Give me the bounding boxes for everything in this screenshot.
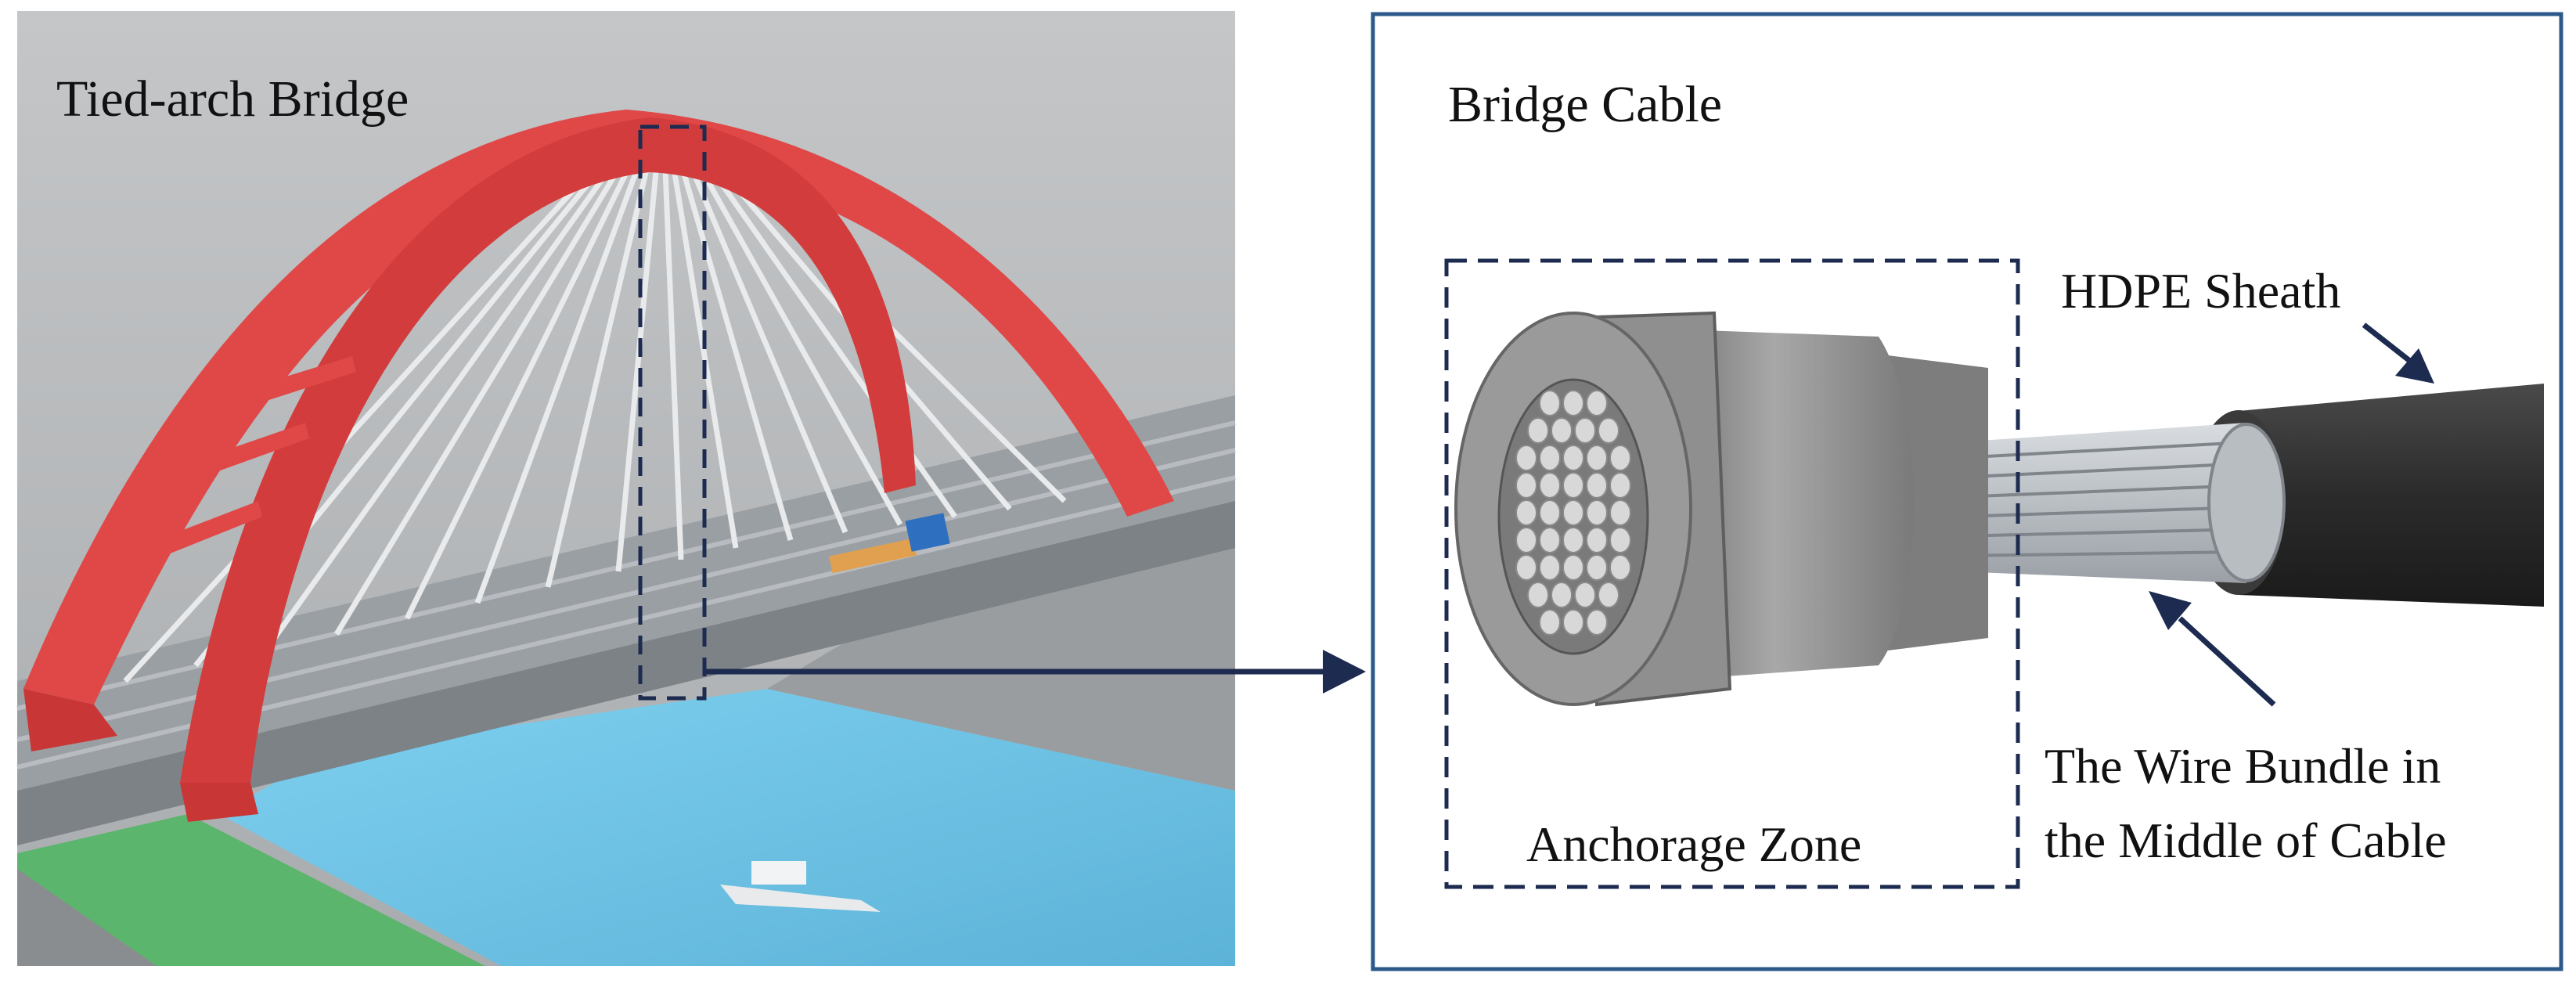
hanger-cables (123, 129, 1067, 683)
left-panel: Tied-arch Bridge (16, 11, 1236, 966)
wire-end (1515, 554, 1537, 581)
boat (720, 861, 881, 912)
bridge-deck-side (17, 501, 1235, 845)
wire-end (1562, 609, 1584, 636)
wire-end (1527, 582, 1549, 608)
wire-end (1562, 390, 1584, 416)
wire-end (1562, 527, 1584, 553)
wire-end (1562, 554, 1584, 581)
wire-end (1586, 445, 1608, 471)
hdpe-sheath-label: HDPE Sheath (2061, 263, 2340, 319)
hdpe-sheath-arrow-line (2362, 323, 2417, 367)
embankment-left-face (17, 869, 157, 966)
arch (23, 110, 1174, 822)
wire-strands (1956, 441, 2247, 557)
wire-end (1586, 472, 1608, 499)
anchorage-head (1454, 311, 1988, 707)
wire-bundle-label-line1: The Wire Bundle in (2045, 738, 2441, 794)
wire-bundle-arrow-line (2178, 616, 2276, 707)
arch-rib-front (23, 110, 1174, 705)
bridge-abutment (767, 517, 1235, 791)
wire-end (1586, 527, 1608, 553)
wire-end (1527, 417, 1549, 444)
wire-end (1598, 582, 1619, 608)
left-panel-title: Tied-arch Bridge (56, 70, 409, 128)
wire-end (1562, 472, 1584, 499)
river-water (219, 689, 1235, 966)
wire-end (1609, 445, 1631, 471)
arch-rib-back (180, 117, 916, 783)
arch-leg-front (23, 689, 117, 751)
vehicle (829, 538, 917, 574)
wire-end (1539, 609, 1561, 636)
wire-end (1551, 582, 1573, 608)
wire-end (1539, 445, 1561, 471)
wire-bundle (1956, 423, 2286, 583)
wire-end (1586, 609, 1608, 636)
anchorage-zone-label: Anchorage Zone (1526, 816, 1861, 872)
wire-end (1586, 554, 1608, 581)
arch-bracing (157, 356, 356, 557)
hdpe-sheath-arrowhead (2395, 348, 2434, 384)
wire-bundle-label-line2: the Middle of Cable (2045, 813, 2447, 868)
wire-end (1539, 499, 1561, 526)
vehicle-cab (905, 513, 950, 552)
anchorage-zone-box (1444, 258, 2020, 889)
wire-ends (1515, 390, 1631, 636)
wire-end (1609, 554, 1631, 581)
connector-arrowhead (1323, 650, 1366, 694)
wire-end (1574, 417, 1596, 444)
callout-connector (704, 650, 1366, 694)
wire-bundle-arrowhead (2149, 591, 2192, 630)
wire-end (1609, 499, 1631, 526)
wire-end (1562, 499, 1584, 526)
wire-end (1539, 472, 1561, 499)
wire-end (1598, 417, 1619, 444)
wire-end (1562, 445, 1584, 471)
wire-end (1551, 417, 1573, 444)
wire-end (1539, 554, 1561, 581)
embankment-left (17, 814, 485, 966)
wire-end (1609, 472, 1631, 499)
wire-end (1539, 527, 1561, 553)
right-panel-title: Bridge Cable (1448, 76, 1722, 133)
wire-end (1539, 390, 1561, 416)
wire-end (1574, 582, 1596, 608)
hanger-callout-box (638, 124, 707, 701)
wire-end (1609, 527, 1631, 553)
wire-end (1515, 499, 1537, 526)
wire-end (1515, 527, 1537, 553)
wire-end (1515, 472, 1537, 499)
wire-end (1586, 499, 1608, 526)
wire-end (1586, 390, 1608, 416)
right-panel: Bridge Cable (1371, 12, 2563, 971)
wire-end (1515, 445, 1537, 471)
arch-leg-back (180, 783, 258, 822)
